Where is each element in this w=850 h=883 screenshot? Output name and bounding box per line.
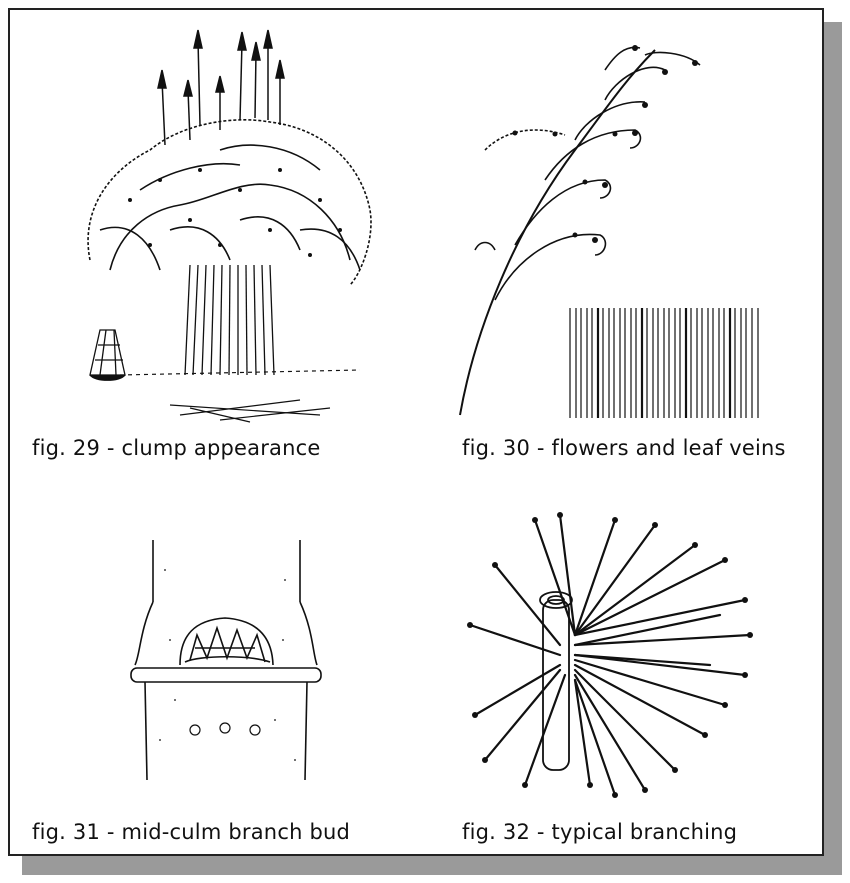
branch-bud-illustration bbox=[130, 540, 322, 781]
caption-fig-32: fig. 32 - typical branching bbox=[462, 820, 738, 844]
caption-fig-31: fig. 31 - mid-culm branch bud bbox=[32, 820, 351, 844]
flowering-branch-illustration bbox=[459, 45, 701, 416]
figure-plate: fig. 29 - clump appearance bbox=[8, 8, 824, 856]
caption-fig-30: fig. 30 - flowers and leaf veins bbox=[462, 436, 786, 460]
leaf-veins-illustration bbox=[569, 308, 759, 418]
caption-fig-29: fig. 29 - clump appearance bbox=[32, 436, 321, 460]
branching-illustration bbox=[467, 512, 753, 798]
clump-illustration bbox=[87, 29, 372, 423]
